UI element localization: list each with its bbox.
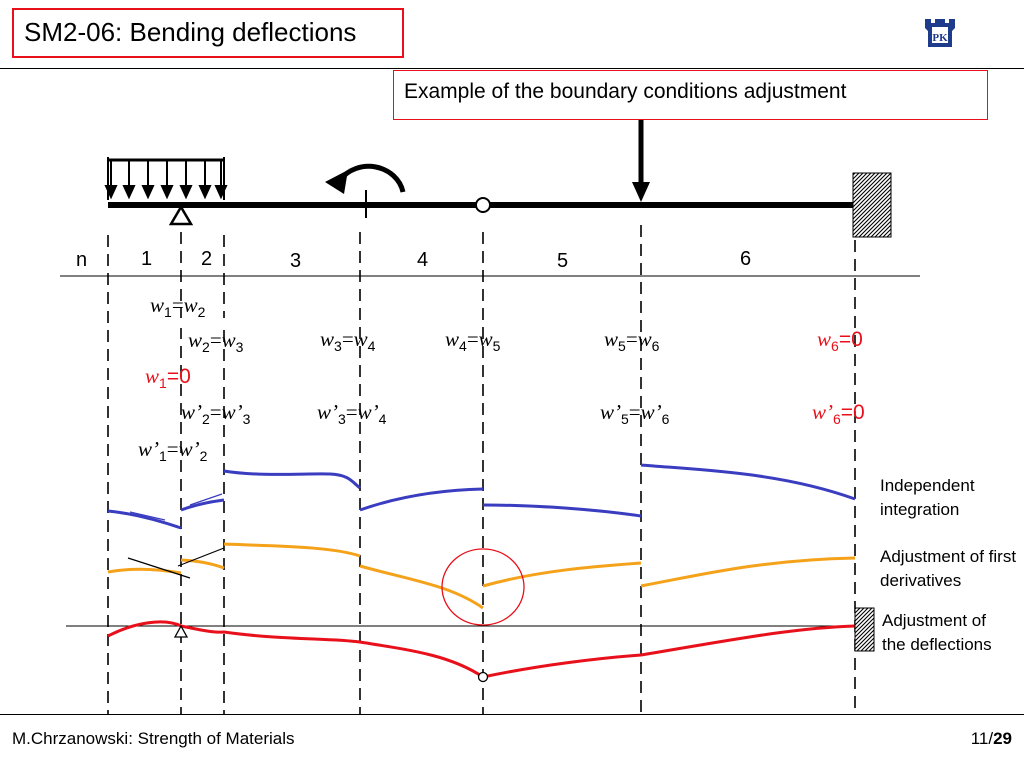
condition-w6-eq-0: w6=0 xyxy=(817,327,863,354)
legend-deflections: Adjustment of the deflections xyxy=(882,611,992,654)
slide-title: SM2-06: Bending deflections xyxy=(12,8,404,58)
curve-first-derivative-adjustment xyxy=(107,542,856,610)
legend-first-derivatives: Adjustment of first derivatives xyxy=(880,547,1017,590)
hinge-icon xyxy=(475,197,491,213)
point-force-arrow-icon xyxy=(632,120,650,202)
fixed-wall-icon xyxy=(852,172,892,238)
header-divider xyxy=(0,68,1024,69)
footer-divider xyxy=(0,714,1024,715)
n-label: n xyxy=(76,249,87,271)
curve-independent-integration xyxy=(107,463,856,530)
condition-w2-eq-w3: w2=w3 xyxy=(188,328,244,355)
small-pin-support-icon xyxy=(173,624,189,638)
segment-number-5: 5 xyxy=(557,250,568,272)
example-caption: Example of the boundary conditions adjus… xyxy=(393,70,988,120)
distributed-load-arrows-icon xyxy=(104,157,228,200)
footer-page-number: 11/29 xyxy=(971,729,1012,749)
segment-boundaries xyxy=(107,225,856,714)
segment-number-1: 1 xyxy=(141,248,152,270)
segment-number-4: 4 xyxy=(417,249,428,271)
condition-w1-eq-0: w1=0 xyxy=(145,364,191,391)
university-logo-icon: PK xyxy=(922,16,958,50)
segment-number-2: 2 xyxy=(201,248,212,270)
condition-dw1-eq-dw2: w’1=w’2 xyxy=(138,437,208,464)
small-fixed-wall-icon xyxy=(854,607,875,652)
condition-dw3-eq-dw4: w’3=w’4 xyxy=(317,400,387,427)
highlight-circle xyxy=(441,548,525,626)
condition-w5-eq-w6: w5=w6 xyxy=(604,327,660,354)
current-page: 11/ xyxy=(970,729,994,748)
legend-independent-integration: Independent integration xyxy=(880,476,975,519)
curve-deflection-adjustment xyxy=(107,620,856,679)
tangent-lines xyxy=(127,547,225,579)
condition-w1-eq-w2: w1=w2 xyxy=(150,293,206,320)
small-hinge-icon xyxy=(477,671,489,683)
condition-dw5-eq-dw6: w’5=w’6 xyxy=(600,400,670,427)
moment-arrow-icon xyxy=(325,163,406,218)
segment-number-3: 3 xyxy=(290,250,301,272)
segment-number-6: 6 xyxy=(740,248,751,270)
condition-w3-eq-w4: w3=w4 xyxy=(320,327,376,354)
condition-dw6-eq-0: w’6=0 xyxy=(812,400,865,427)
footer-author: M.Chrzanowski: Strength of Materials xyxy=(12,729,295,748)
total-pages: 29 xyxy=(993,729,1012,748)
pin-support-icon xyxy=(168,204,194,226)
condition-dw2-eq-dw3: w’2=w’3 xyxy=(181,400,251,427)
condition-w4-eq-w5: w4=w5 xyxy=(445,327,501,354)
svg-text:PK: PK xyxy=(932,32,948,44)
beam-diagram: n 1 2 3 4 5 6 w1=w2 w2=w3 w3=w4 w4=w5 w5… xyxy=(60,120,920,714)
